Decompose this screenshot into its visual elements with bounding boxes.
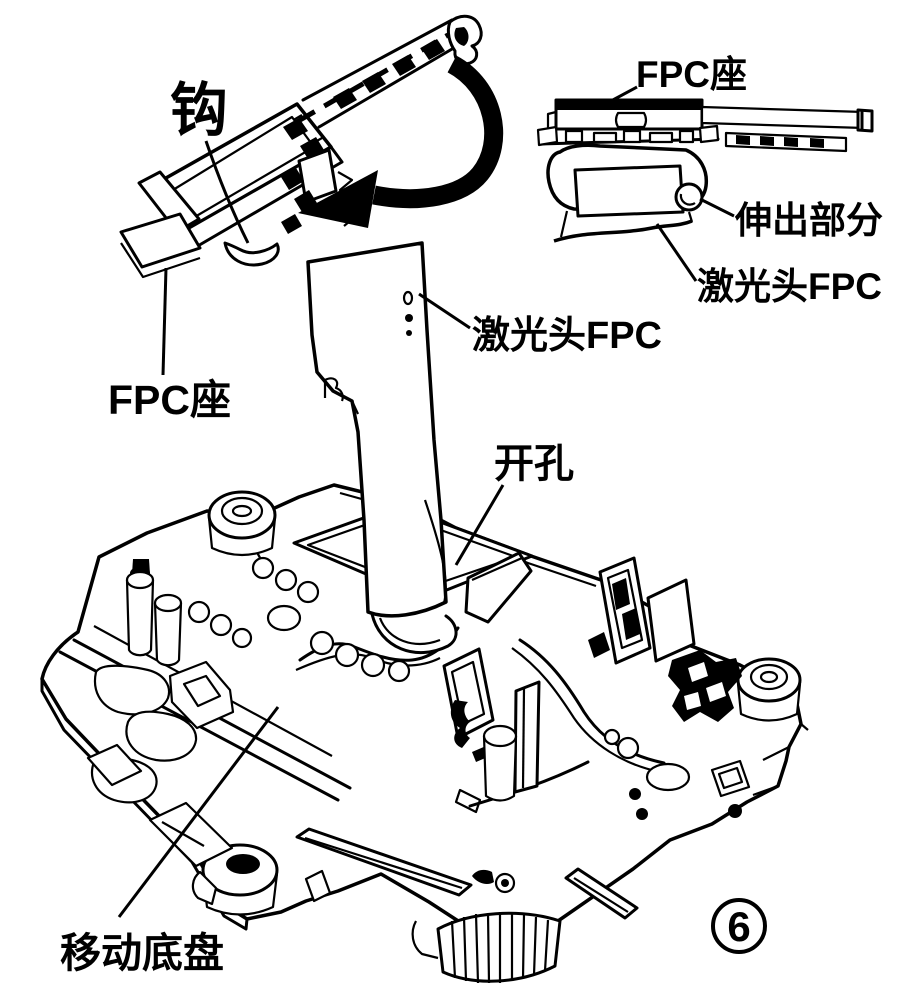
damper-bottom-left <box>191 843 332 916</box>
laser-fpc-ribbon-drawing <box>306 241 458 655</box>
labels: 钩 FPC座 激光头FPC 开孔 移动底盘 FPC座 伸出部分 激光头FPC 6 <box>60 54 883 976</box>
label-inset-protruding-part: 伸出部分 <box>734 200 883 241</box>
moving-chassis-drawing <box>40 483 809 984</box>
chassis-posts <box>125 559 183 667</box>
top-right-bracket <box>588 556 696 665</box>
leader-moving-chassis <box>117 706 280 918</box>
label-opening: 开孔 <box>494 442 574 486</box>
figure-number: 6 <box>727 903 750 950</box>
leader-fpc-seat <box>161 267 168 376</box>
leader-inset-protruding <box>699 197 735 218</box>
bead-chain <box>187 544 320 649</box>
arrow-head <box>298 170 378 228</box>
rotation-arrow <box>298 55 504 228</box>
inset-detail-drawing <box>536 98 874 243</box>
label-inset-laser-head-fpc: 激光头FPC <box>697 266 882 307</box>
protruding-part-circle <box>674 182 704 212</box>
damper-top-left <box>207 490 277 557</box>
leader-hook <box>204 140 250 244</box>
fpc-arm-drawing <box>298 14 483 129</box>
leader-inset-laser-fpc <box>655 223 698 282</box>
ribbon-mark-r <box>323 377 344 402</box>
leader-inset-fpc-seat <box>610 85 638 103</box>
right-bracket <box>668 650 742 722</box>
fpc-seat-carriage-drawing <box>119 102 358 279</box>
leader-laser-fpc <box>418 292 471 330</box>
damper-right <box>736 657 802 722</box>
bead-chain-lower <box>309 630 640 760</box>
gear-cylinder <box>411 911 562 984</box>
label-inset-fpc-seat: FPC座 <box>636 54 747 95</box>
label-laser-head-fpc: 激光头FPC <box>472 315 662 357</box>
label-moving-chassis: 移动底盘 <box>60 930 224 976</box>
mid-bracket <box>442 647 541 814</box>
figure-number-badge: 6 <box>711 898 767 954</box>
leader-opening <box>454 484 505 566</box>
leader-lines <box>117 85 735 918</box>
label-fpc-seat: FPC座 <box>108 377 231 423</box>
label-hook: 钩 <box>170 78 228 143</box>
hook-part <box>223 241 280 267</box>
